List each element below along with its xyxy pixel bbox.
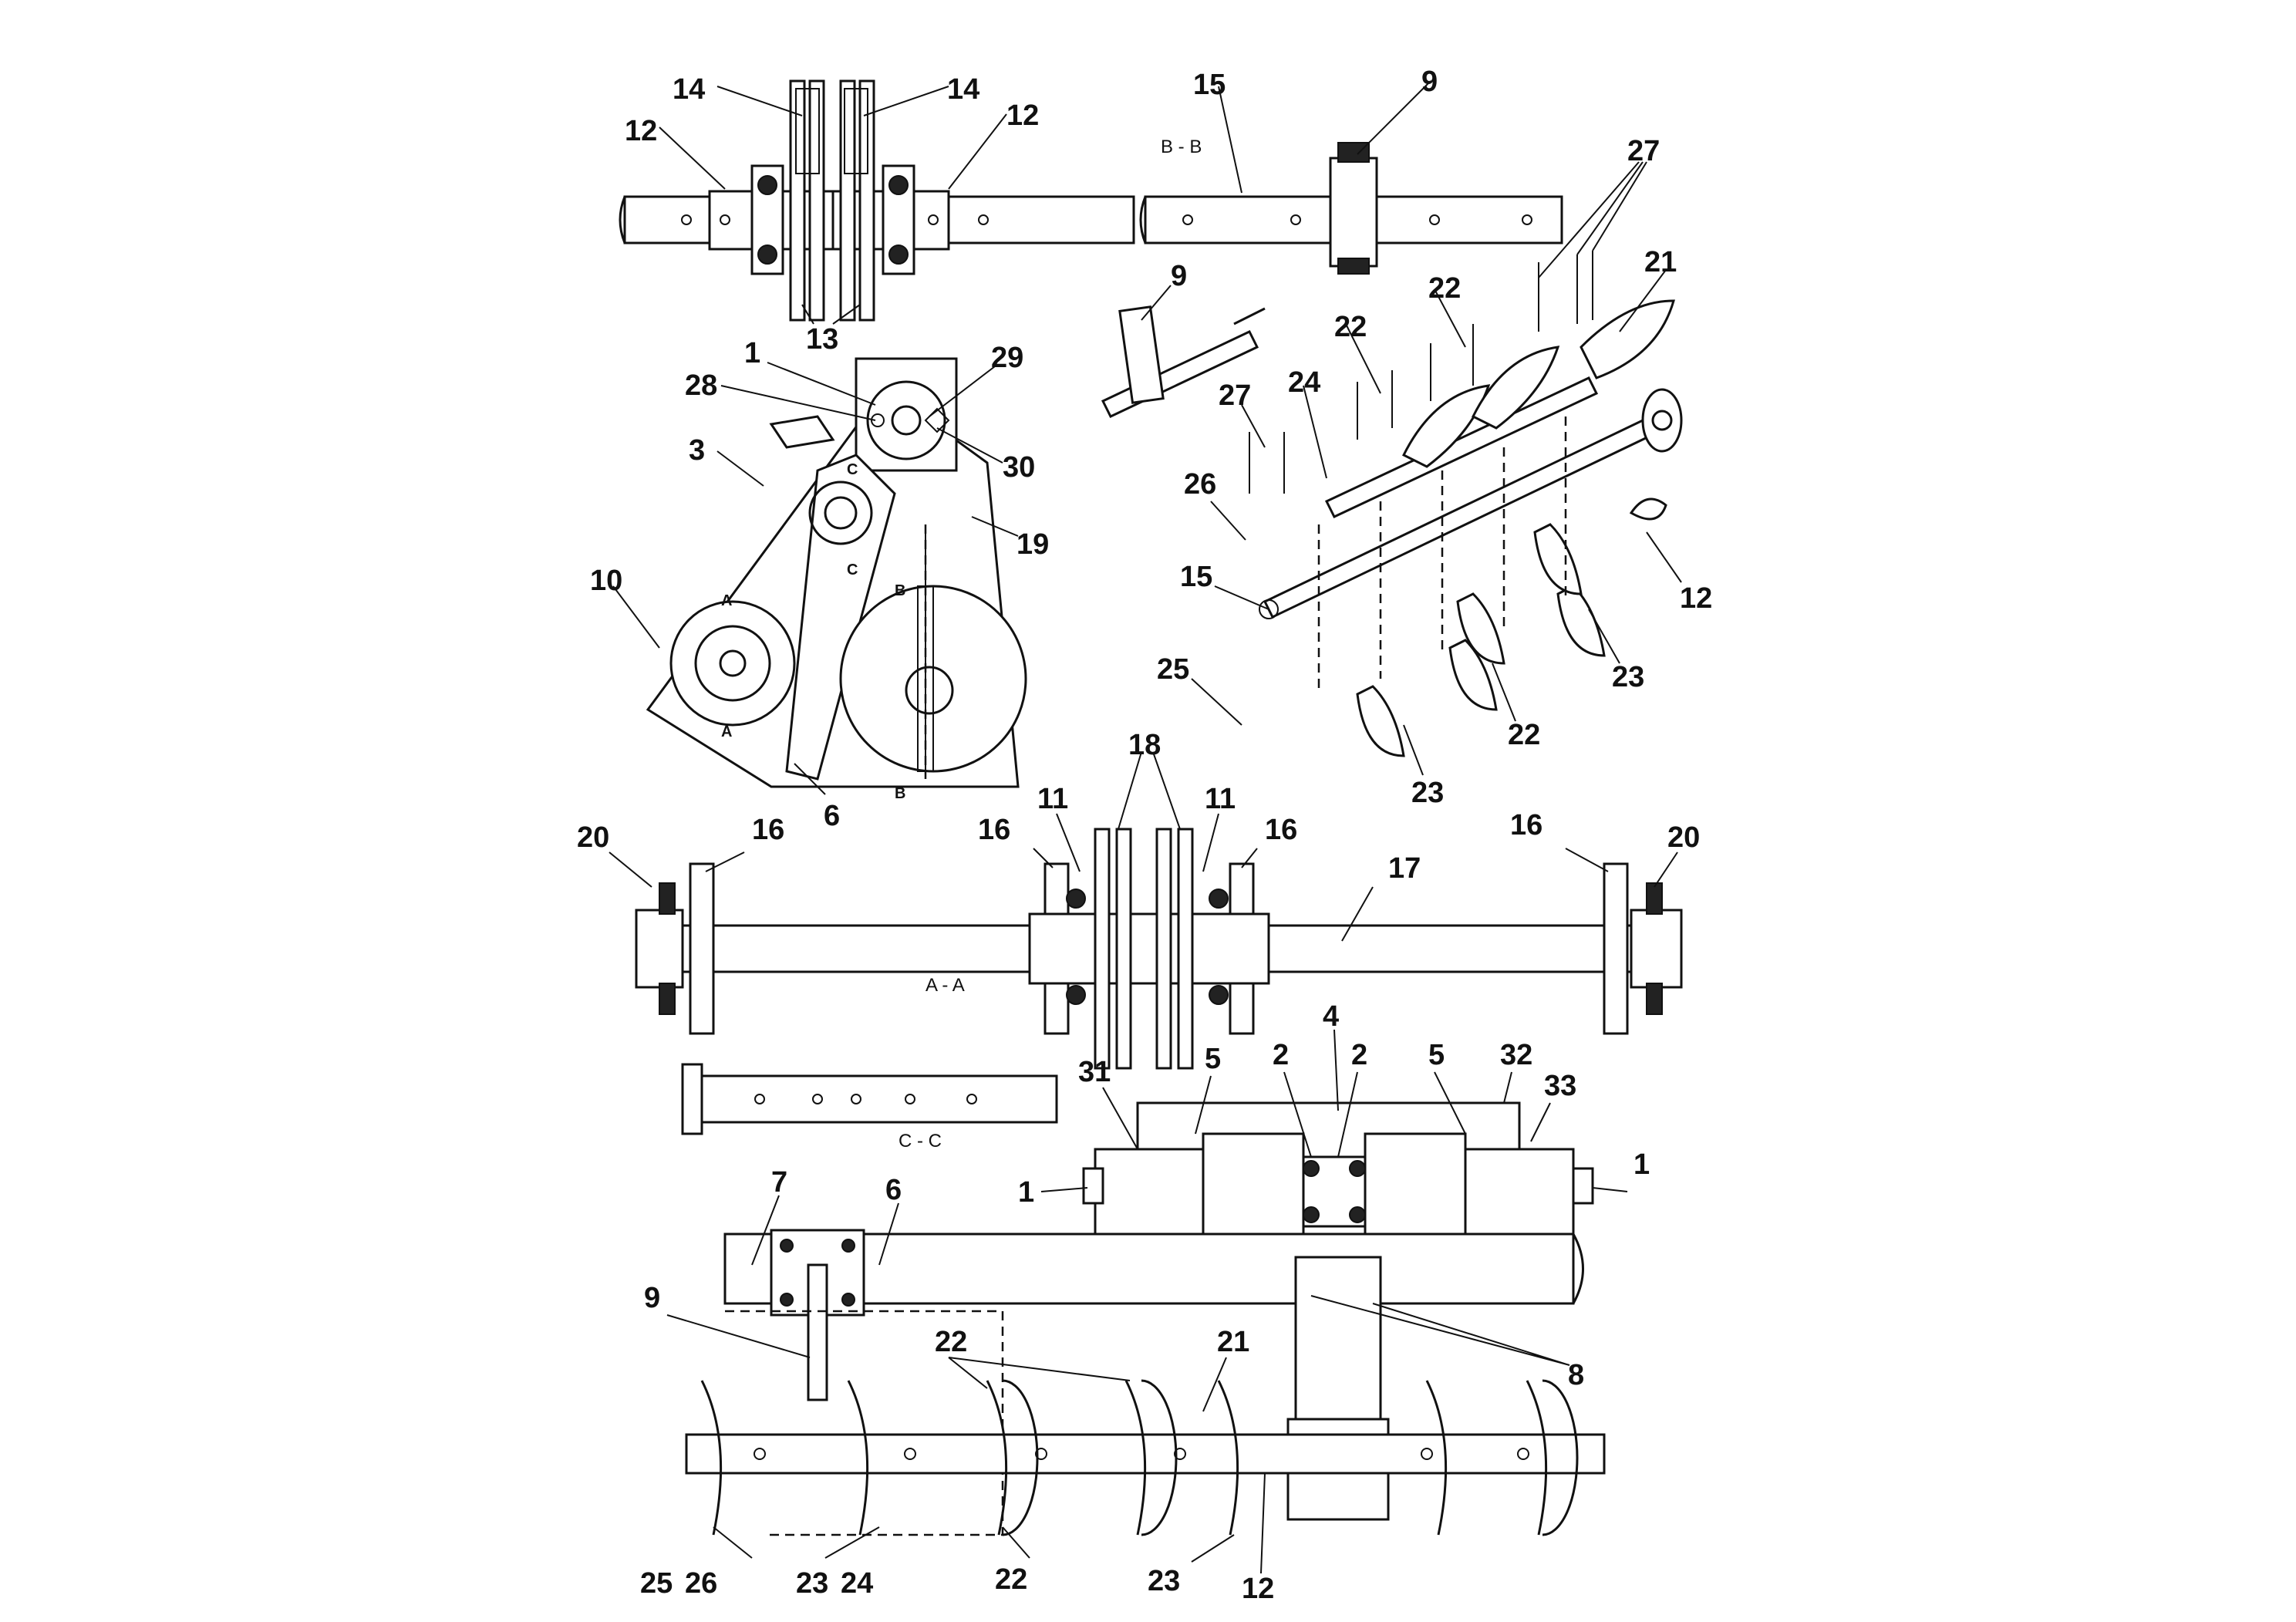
bottom-plan-view (685, 1229, 1606, 1536)
part-label: 17 (1388, 852, 1421, 885)
part-label: 1 (744, 337, 760, 369)
part-label: 5 (1205, 1043, 1221, 1075)
part-label: 29 (991, 342, 1023, 374)
part-label: 3 (689, 434, 705, 467)
part-label: 1 (1018, 1176, 1034, 1209)
part-label: 12 (1006, 99, 1039, 132)
part-label: 23 (1148, 1565, 1180, 1597)
part-label: 23 (796, 1567, 828, 1600)
section-mark-a-top: A (721, 592, 732, 609)
part-label: 13 (806, 323, 838, 356)
part-label: 12 (1680, 582, 1712, 615)
part-number-labels: 14 14 12 12 13 15 9 27 21 9 22 22 1 29 2… (577, 66, 1712, 1605)
part-label: 14 (947, 73, 979, 106)
section-bb-shaft-assembly (619, 79, 1563, 322)
part-label: 24 (1288, 366, 1320, 399)
part-label: 23 (1612, 661, 1644, 693)
part-label: 6 (885, 1174, 902, 1206)
part-label: 26 (1184, 468, 1216, 501)
part-label: 9 (1421, 66, 1438, 98)
part-label: 4 (1323, 1000, 1339, 1033)
part-label: 22 (995, 1563, 1027, 1596)
section-label-bb: B - B (1161, 137, 1202, 157)
part-label: 32 (1500, 1039, 1532, 1071)
section-mark-b-top: B (895, 582, 905, 599)
part-label: 6 (824, 800, 840, 832)
section-aa-axle (635, 828, 1683, 1070)
part-label: 16 (978, 814, 1010, 846)
part-label: 20 (577, 821, 609, 854)
part-label: 31 (1078, 1056, 1111, 1088)
part-label: 9 (644, 1282, 660, 1314)
leader-lines (609, 80, 1682, 1574)
side-view-drive (646, 357, 1027, 788)
part-label: 16 (1265, 814, 1297, 846)
section-mark-c-bottom: C (847, 561, 858, 578)
part-label: 12 (1242, 1573, 1274, 1605)
part-label: 16 (752, 814, 784, 846)
part-label: 22 (935, 1326, 967, 1358)
part-label: 25 (640, 1567, 673, 1600)
part-label: 27 (1219, 379, 1251, 412)
section-mark-c-top: C (847, 461, 858, 478)
section-label-aa: A - A (925, 975, 965, 996)
part-label: 8 (1568, 1359, 1584, 1391)
part-label: 2 (1273, 1039, 1289, 1071)
part-label: 7 (771, 1166, 787, 1199)
part-label: 15 (1180, 561, 1212, 593)
section-label-cc: C - C (899, 1131, 942, 1152)
part-label: 22 (1428, 272, 1461, 305)
part-label: 12 (625, 115, 657, 147)
part-label: 21 (1217, 1326, 1249, 1358)
part-label: 33 (1544, 1070, 1576, 1102)
part-label: 24 (841, 1567, 873, 1600)
part-label: 22 (1508, 719, 1540, 751)
part-label: 27 (1627, 135, 1660, 167)
part-label: 30 (1003, 451, 1035, 484)
part-label: 26 (685, 1567, 717, 1600)
part-label: 22 (1334, 311, 1367, 343)
part-label: 19 (1017, 528, 1049, 561)
part-label: 5 (1428, 1039, 1445, 1071)
part-label: 9 (1171, 260, 1187, 292)
hydraulic-motor-assembly (1082, 1101, 1594, 1251)
part-label: 16 (1510, 809, 1542, 841)
section-mark-b-bottom: B (895, 785, 905, 802)
part-label: 10 (590, 565, 622, 597)
section-cc-arm (681, 1063, 1058, 1135)
part-label: 11 (1205, 783, 1236, 815)
part-label: 14 (673, 73, 705, 106)
part-label: 15 (1193, 69, 1226, 101)
part-label: 21 (1644, 246, 1677, 278)
exploded-auger-view (1101, 251, 1683, 757)
part-label: 28 (685, 369, 717, 402)
part-label: 18 (1128, 729, 1161, 761)
part-label: 2 (1351, 1039, 1367, 1071)
part-label: 25 (1157, 653, 1189, 686)
section-mark-a-bottom: A (721, 723, 732, 740)
part-label: 1 (1633, 1148, 1650, 1181)
part-label: 23 (1411, 777, 1444, 809)
part-label: 20 (1667, 821, 1700, 854)
part-label: 11 (1037, 783, 1068, 815)
